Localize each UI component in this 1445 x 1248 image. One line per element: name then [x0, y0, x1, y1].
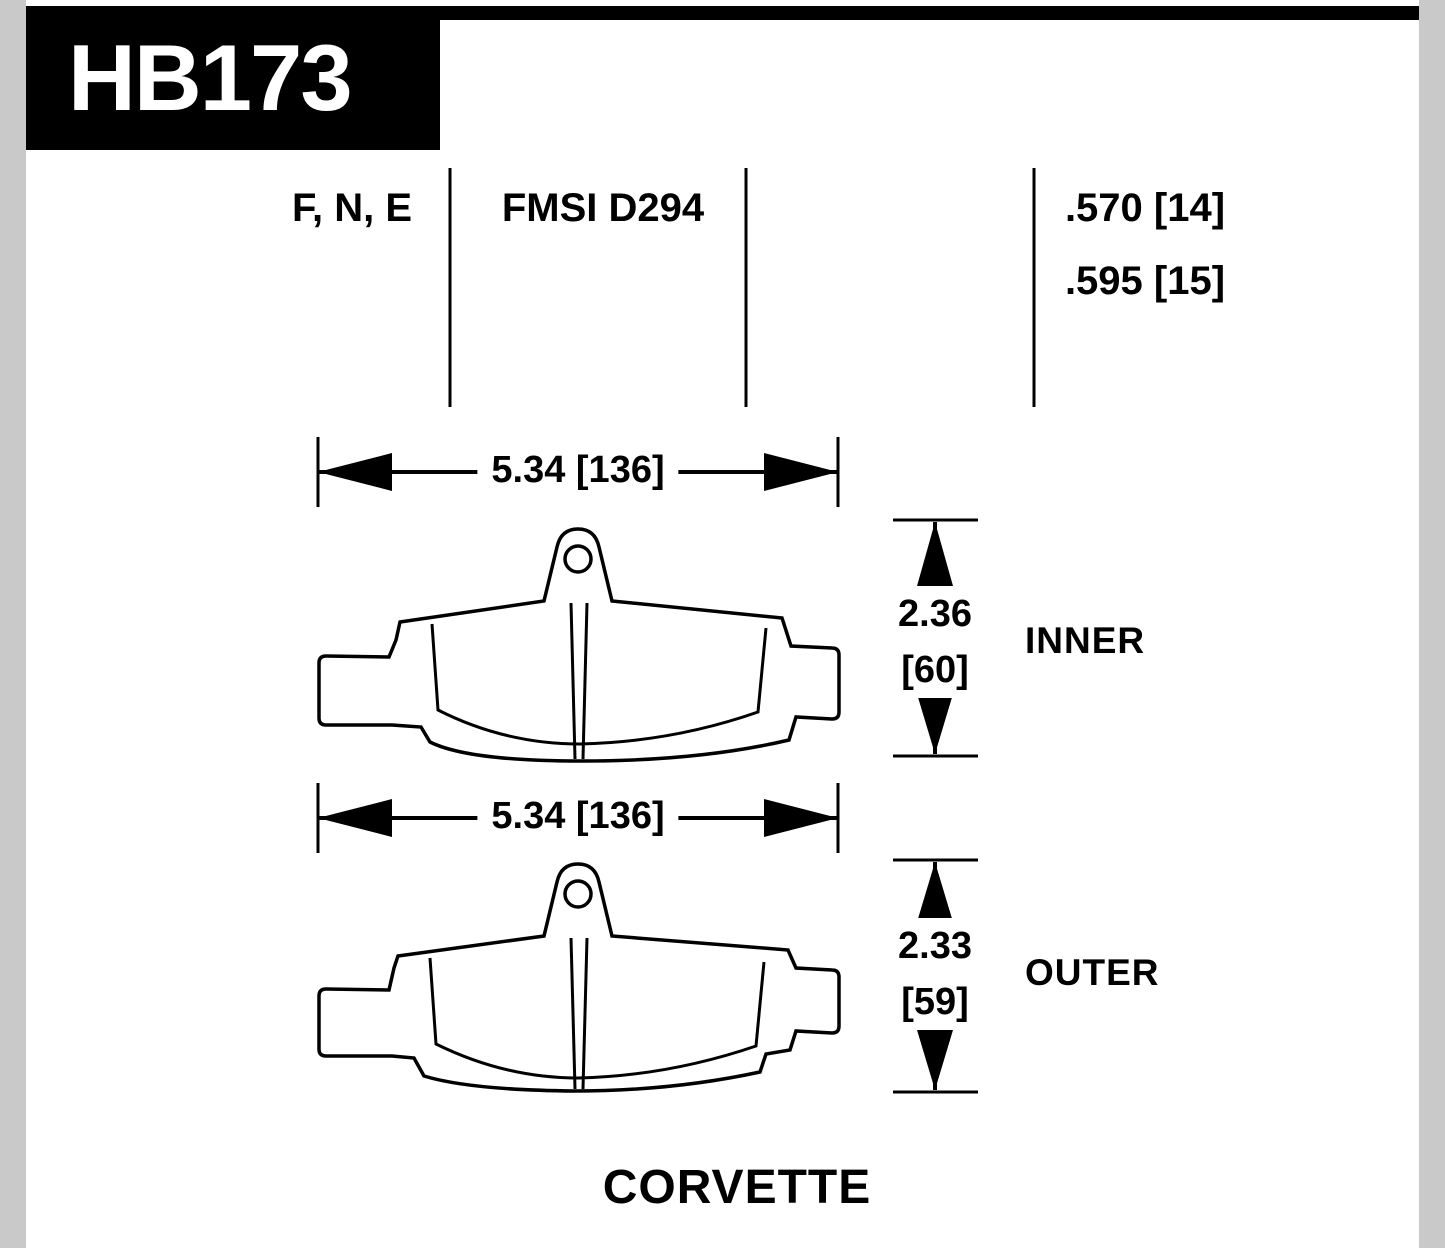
inner-width-dimension: 5.34 [136] — [477, 449, 679, 492]
compound-codes: F, N, E — [291, 186, 413, 230]
inner-pad-label: INNER — [1025, 620, 1146, 661]
part-number: HB173 — [68, 25, 353, 130]
outer-height-inches: 2.33 — [898, 925, 972, 967]
vehicle-application: CORVETTE — [602, 1161, 872, 1214]
inner-height-dimension: 2.36 [60] — [892, 586, 978, 698]
fmsi-number: FMSI D294 — [501, 186, 705, 230]
outer-pad-label: OUTER — [1025, 952, 1160, 993]
inner-height-inches: 2.36 — [898, 593, 972, 635]
right-edge-strip — [1419, 0, 1445, 1248]
part-number-box: HB173 — [26, 6, 440, 150]
outer-height-dimension: 2.33 [59] — [892, 918, 978, 1030]
header-dividers — [448, 168, 1036, 407]
inner-pad-drawing — [317, 527, 841, 763]
inner-width-dimension-lines — [316, 437, 840, 507]
inner-height-mm: [60] — [901, 649, 969, 691]
left-edge-strip — [0, 0, 26, 1248]
pad-thickness-1: .570 [14] — [1064, 186, 1226, 230]
outer-height-mm: [59] — [901, 981, 969, 1023]
pad-thickness-2: .595 [15] — [1064, 259, 1226, 303]
outer-pad-drawing — [317, 862, 841, 1093]
outer-width-dimension: 5.34 [136] — [477, 795, 679, 838]
